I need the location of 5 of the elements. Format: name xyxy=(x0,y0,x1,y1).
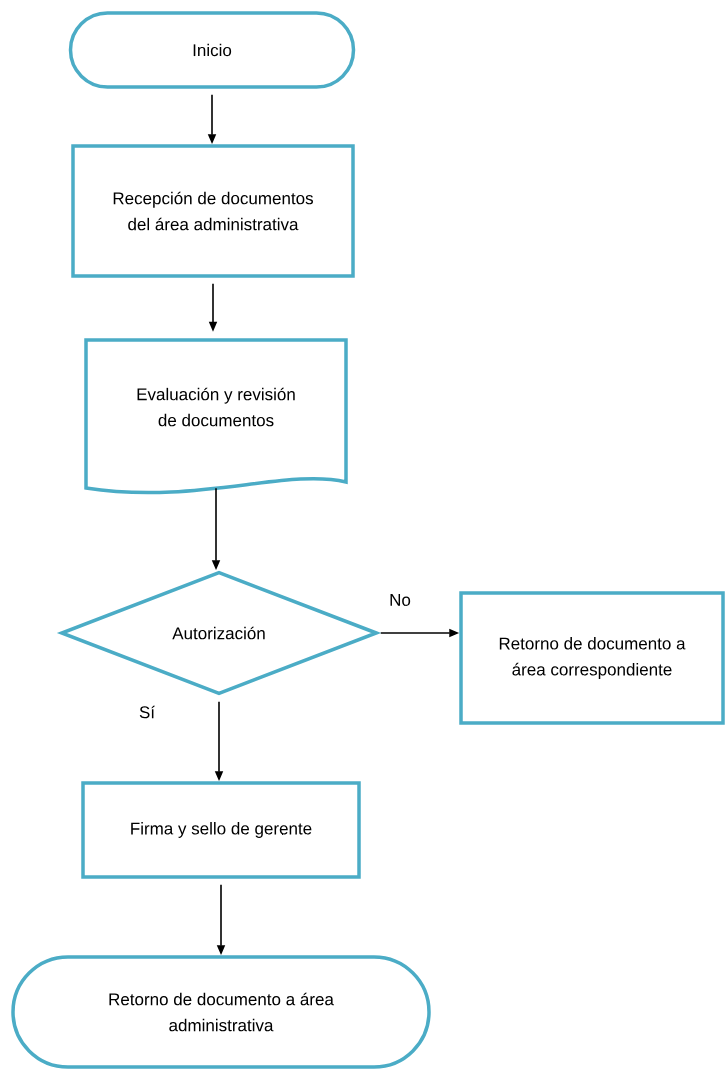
process-box: Retorno de documento a área correspondiente xyxy=(459,591,725,725)
edge-label: No xyxy=(388,593,412,607)
process-box: Firma y sello de gerente xyxy=(81,781,361,879)
process-box: Recepción de documentos del área administrativa xyxy=(71,144,355,278)
edge-label: Sí xyxy=(137,704,157,720)
